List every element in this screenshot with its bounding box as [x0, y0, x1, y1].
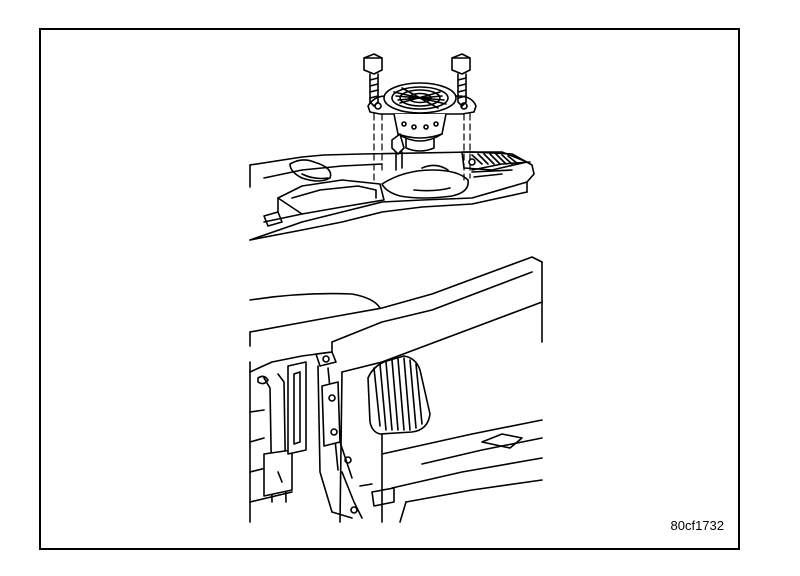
screw-icon	[364, 54, 382, 106]
instrument-panel	[250, 257, 542, 522]
defrost-vent-grille	[462, 152, 527, 177]
screw-icon	[452, 54, 470, 106]
figure-frame: 80cf1732	[39, 28, 740, 550]
instrument-panel-top-cover	[250, 152, 534, 240]
panel-vent-grille	[368, 356, 430, 434]
speaker-icon	[368, 83, 476, 170]
speaker-installation-illustration	[41, 30, 738, 548]
figure-id-label: 80cf1732	[670, 518, 725, 533]
alignment-lines	[374, 114, 470, 182]
